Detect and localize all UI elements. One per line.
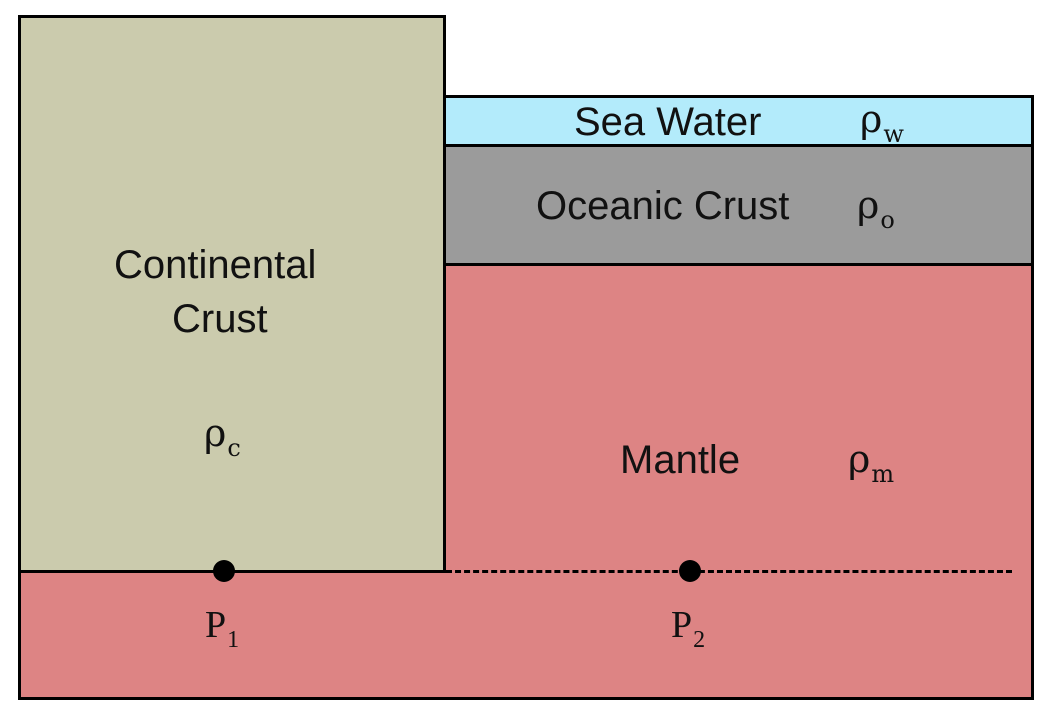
point-subscript: 1: [227, 627, 240, 653]
continental-crust-label-line1: Continental: [114, 243, 317, 287]
mantle-label: Mantle: [620, 438, 741, 482]
oceanic-crust-region: [443, 144, 1034, 266]
point-p1-marker: [213, 560, 235, 582]
density-subscript: o: [880, 206, 895, 234]
sea-water-label: Sea Water: [574, 100, 762, 144]
point-p2-label: P2: [671, 604, 705, 652]
point-subscript: 2: [693, 627, 706, 653]
continental-crust-region: [18, 15, 446, 573]
point-letter: P: [671, 604, 693, 646]
sea-water-density: ρw: [860, 97, 904, 146]
density-symbol: ρ: [857, 183, 880, 227]
mantle-density: ρm: [848, 437, 894, 486]
density-subscript: w: [883, 120, 904, 148]
compensation-depth-line: [446, 570, 1012, 573]
density-symbol: ρ: [848, 437, 871, 481]
density-subscript: m: [871, 460, 895, 488]
density-symbol: ρ: [860, 97, 883, 141]
continental-crust-density: ρc: [204, 411, 241, 460]
oceanic-crust-density: ρo: [857, 183, 895, 232]
point-letter: P: [205, 604, 227, 646]
density-symbol: ρ: [204, 411, 227, 455]
point-p2-marker: [679, 560, 701, 582]
continental-crust-label-line2: Crust: [172, 297, 268, 341]
oceanic-crust-label: Oceanic Crust: [536, 184, 790, 228]
density-subscript: c: [227, 434, 241, 462]
point-p1-label: P1: [205, 604, 239, 652]
sea-water-region: [443, 95, 1034, 147]
